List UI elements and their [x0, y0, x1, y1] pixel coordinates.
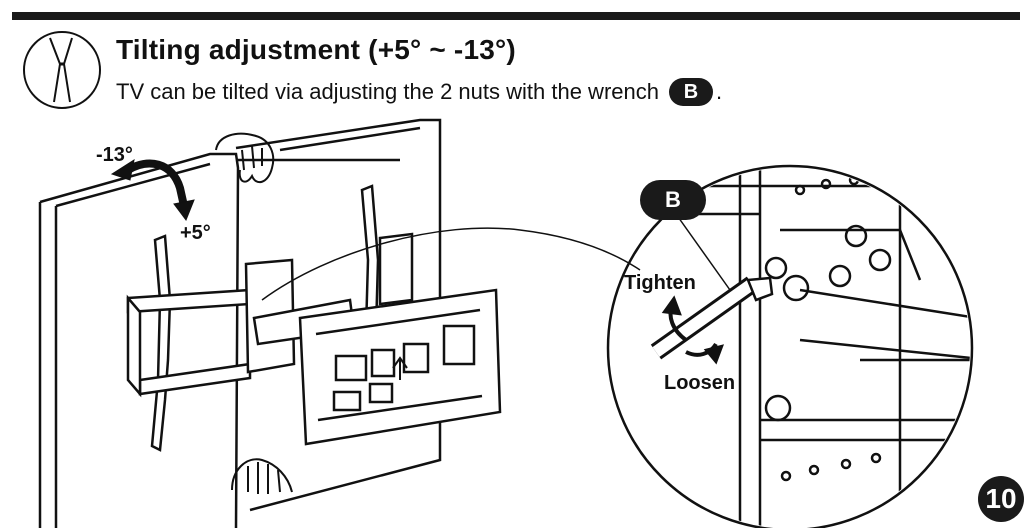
- tilt-down-label: +5°: [180, 222, 211, 244]
- wall-plate: [126, 232, 502, 446]
- zoom-leader: [261, 227, 641, 301]
- instruction-text: TV can be tilted via adjusting the 2 nut…: [116, 78, 722, 106]
- tilt-up-label: -13°: [96, 144, 133, 166]
- scissors-icon: [23, 31, 101, 109]
- zoom-callout: [606, 164, 974, 528]
- tv-panel: [38, 118, 442, 528]
- wrench-callout-badge: B: [640, 180, 706, 220]
- wrench-reference-badge: B: [668, 78, 713, 106]
- zoom-detail: [610, 168, 970, 528]
- header-rule: [12, 12, 1020, 20]
- loosen-label: Loosen: [664, 372, 736, 394]
- page-number-badge: 10: [978, 476, 1024, 522]
- tighten-label: Tighten: [624, 272, 696, 294]
- instruction-body: TV can be tilted via adjusting the 2 nut…: [116, 79, 659, 104]
- curved-arrow-icon: [110, 158, 195, 222]
- hand-icon: [215, 132, 293, 494]
- up-arrow-icon: [392, 356, 408, 380]
- page-title: Tilting adjustment (+5° ~ -13°): [116, 34, 516, 65]
- instruction-period: .: [715, 79, 723, 104]
